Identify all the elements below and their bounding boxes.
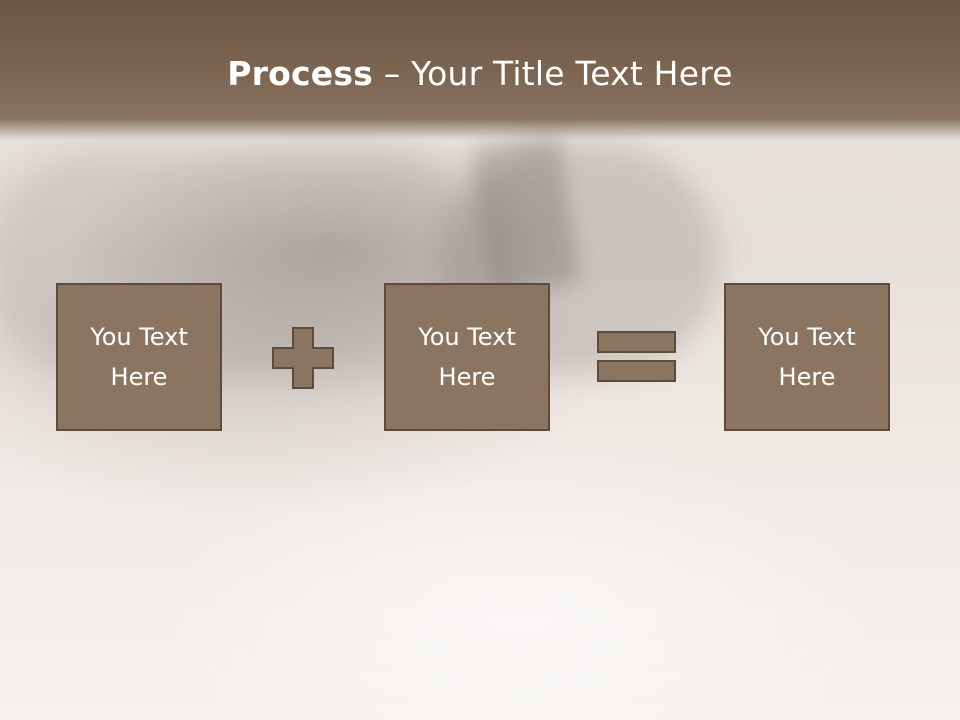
plus-icon bbox=[272, 327, 334, 389]
process-box-3: You Text Here bbox=[724, 283, 890, 431]
equals-icon bbox=[597, 330, 677, 384]
title-bold-part: Process bbox=[227, 54, 374, 93]
title-band bbox=[0, 0, 960, 140]
process-box-label: You Text Here bbox=[758, 323, 856, 391]
process-box-1: You Text Here bbox=[56, 283, 222, 431]
title-rest: – Your Title Text Here bbox=[373, 54, 733, 93]
process-box-label: You Text Here bbox=[90, 323, 188, 391]
process-box-2: You Text Here bbox=[384, 283, 550, 431]
process-box-label: You Text Here bbox=[418, 323, 516, 391]
slide-title: Process – Your Title Text Here bbox=[0, 52, 960, 96]
